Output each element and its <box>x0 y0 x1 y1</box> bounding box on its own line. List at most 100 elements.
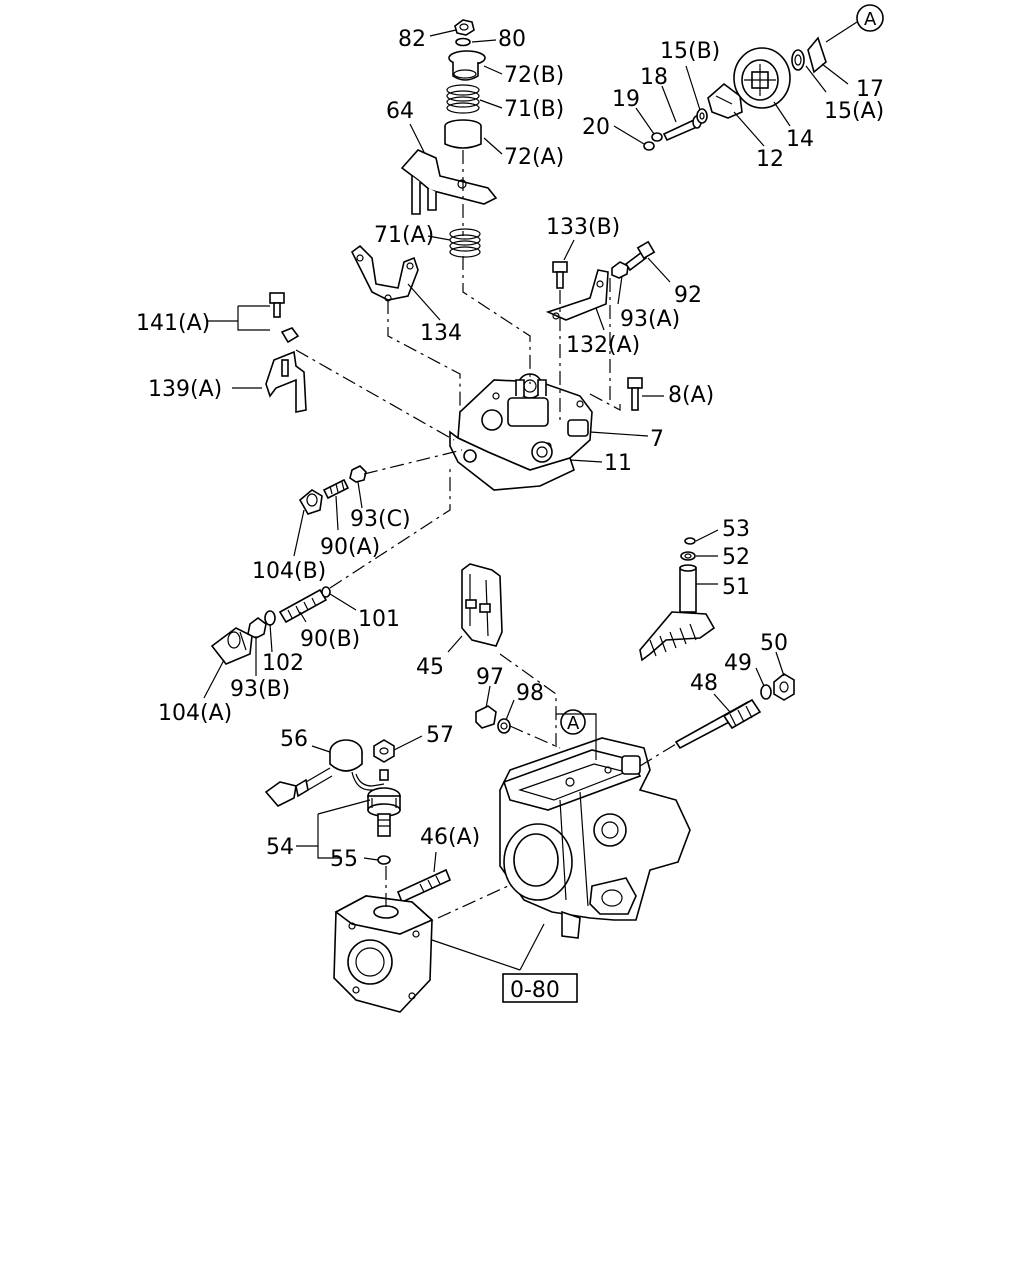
label-57: 57 <box>426 723 454 748</box>
label-90a: 90(A) <box>320 535 380 560</box>
label-71a: 71(A) <box>374 223 434 248</box>
label-11: 11 <box>604 451 632 476</box>
label-56: 56 <box>280 727 308 752</box>
part-93a-nut <box>611 261 629 279</box>
label-20: 20 <box>582 115 610 140</box>
label-45: 45 <box>416 655 444 680</box>
part-64-lever <box>400 149 498 215</box>
part-134-bracket <box>350 244 419 302</box>
label-8a: 8(A) <box>668 383 714 408</box>
label-72a: 72(A) <box>504 145 564 170</box>
label-18: 18 <box>640 65 668 90</box>
part-102-washer <box>264 610 276 626</box>
label-141a: 141(A) <box>136 311 210 336</box>
label-54: 54 <box>266 835 294 860</box>
assembly-lines <box>295 150 677 919</box>
part-55-o-ring <box>377 855 391 865</box>
part-20-washer <box>643 141 655 151</box>
label-12: 12 <box>756 147 784 172</box>
label-50: 50 <box>760 631 788 656</box>
part-80-washer <box>455 37 471 47</box>
part-141a-washer <box>280 327 300 344</box>
label-49: 49 <box>724 651 752 676</box>
part-71a-spring <box>449 228 481 258</box>
part-132a-bracket <box>545 269 609 321</box>
part-15b-washer <box>696 108 708 124</box>
part-57-nut <box>373 739 395 763</box>
leader-lines <box>203 21 858 971</box>
label-134: 134 <box>420 321 462 346</box>
part-11-governor-housing <box>449 430 575 491</box>
part-72a-sleeve <box>444 119 482 149</box>
label-reference-a-top: A <box>864 9 877 30</box>
label-102: 102 <box>262 651 304 676</box>
part-72b-spring-seat <box>448 50 486 81</box>
part-133b-bolt <box>552 261 568 289</box>
part-46a-stud <box>396 868 452 904</box>
label-92: 92 <box>674 283 702 308</box>
part-14-gear <box>733 47 791 109</box>
label-17: 17 <box>856 77 884 102</box>
label-48: 48 <box>690 671 718 696</box>
part-92-bolt <box>624 240 656 272</box>
label-93b: 93(B) <box>230 677 290 702</box>
label-7: 7 <box>650 427 664 452</box>
label-104a: 104(A) <box>158 701 232 726</box>
part-139a-bracket <box>265 350 307 413</box>
label-101: 101 <box>358 607 400 632</box>
part-98-washer <box>497 718 511 734</box>
label-46a: 46(A) <box>420 825 480 850</box>
label-90b: 90(B) <box>300 627 360 652</box>
part-82-nut <box>454 19 475 36</box>
part-15a-washer <box>791 49 805 71</box>
part-12-weight <box>707 82 743 119</box>
part-51-solenoid <box>639 564 716 662</box>
label-15b: 15(B) <box>660 39 720 64</box>
callout-labels: 82 80 72(B) 71(B) 72(A) 64 71(A) 134 141… <box>136 9 884 1003</box>
part-141a-bolt <box>269 292 285 318</box>
label-80: 80 <box>498 27 526 52</box>
part-49-washer <box>760 684 772 700</box>
part-53-ring <box>684 537 696 545</box>
part-18-bolt <box>662 115 702 142</box>
part-93c-nut <box>349 465 367 483</box>
label-reference-a-middle: A <box>567 713 580 734</box>
label-132a: 132(A) <box>566 333 640 358</box>
label-53: 53 <box>722 517 750 542</box>
label-104b: 104(B) <box>252 559 326 584</box>
part-101-o-ring <box>321 586 331 598</box>
label-64: 64 <box>386 99 414 124</box>
label-97: 97 <box>476 665 504 690</box>
part-56-sensor-harness <box>264 739 385 807</box>
part-19-spring-washer <box>651 132 663 142</box>
label-93a: 93(A) <box>620 307 680 332</box>
part-97-plug <box>475 705 497 729</box>
label-139a: 139(A) <box>148 377 222 402</box>
part-104a-cap-nut <box>210 627 253 665</box>
reference-box-0-80 <box>502 973 578 1003</box>
part-93b-nut <box>247 617 267 639</box>
part-flange-block <box>333 895 434 1013</box>
label-82: 82 <box>398 27 426 52</box>
part-90b-screw <box>278 588 328 624</box>
label-52: 52 <box>722 545 750 570</box>
pump-housing-body <box>499 737 691 939</box>
part-104b-cap-nut <box>298 489 323 515</box>
label-93c: 93(C) <box>350 507 411 532</box>
label-55: 55 <box>330 847 358 872</box>
part-45-cover-block <box>461 563 503 647</box>
part-8a-bolt <box>627 377 643 411</box>
part-71b-spring <box>446 84 480 114</box>
label-15a: 15(A) <box>824 99 884 124</box>
part-52-washer <box>680 551 696 561</box>
label-71b: 71(B) <box>504 97 564 122</box>
label-98: 98 <box>516 681 544 706</box>
reference-a-circle-top <box>856 4 884 32</box>
part-90a-screw <box>322 478 350 500</box>
label-19: 19 <box>612 87 640 112</box>
part-54-sensor <box>367 769 401 837</box>
part-7-governor-cover <box>457 373 593 471</box>
label-72b: 72(B) <box>504 63 564 88</box>
label-51: 51 <box>722 575 750 600</box>
